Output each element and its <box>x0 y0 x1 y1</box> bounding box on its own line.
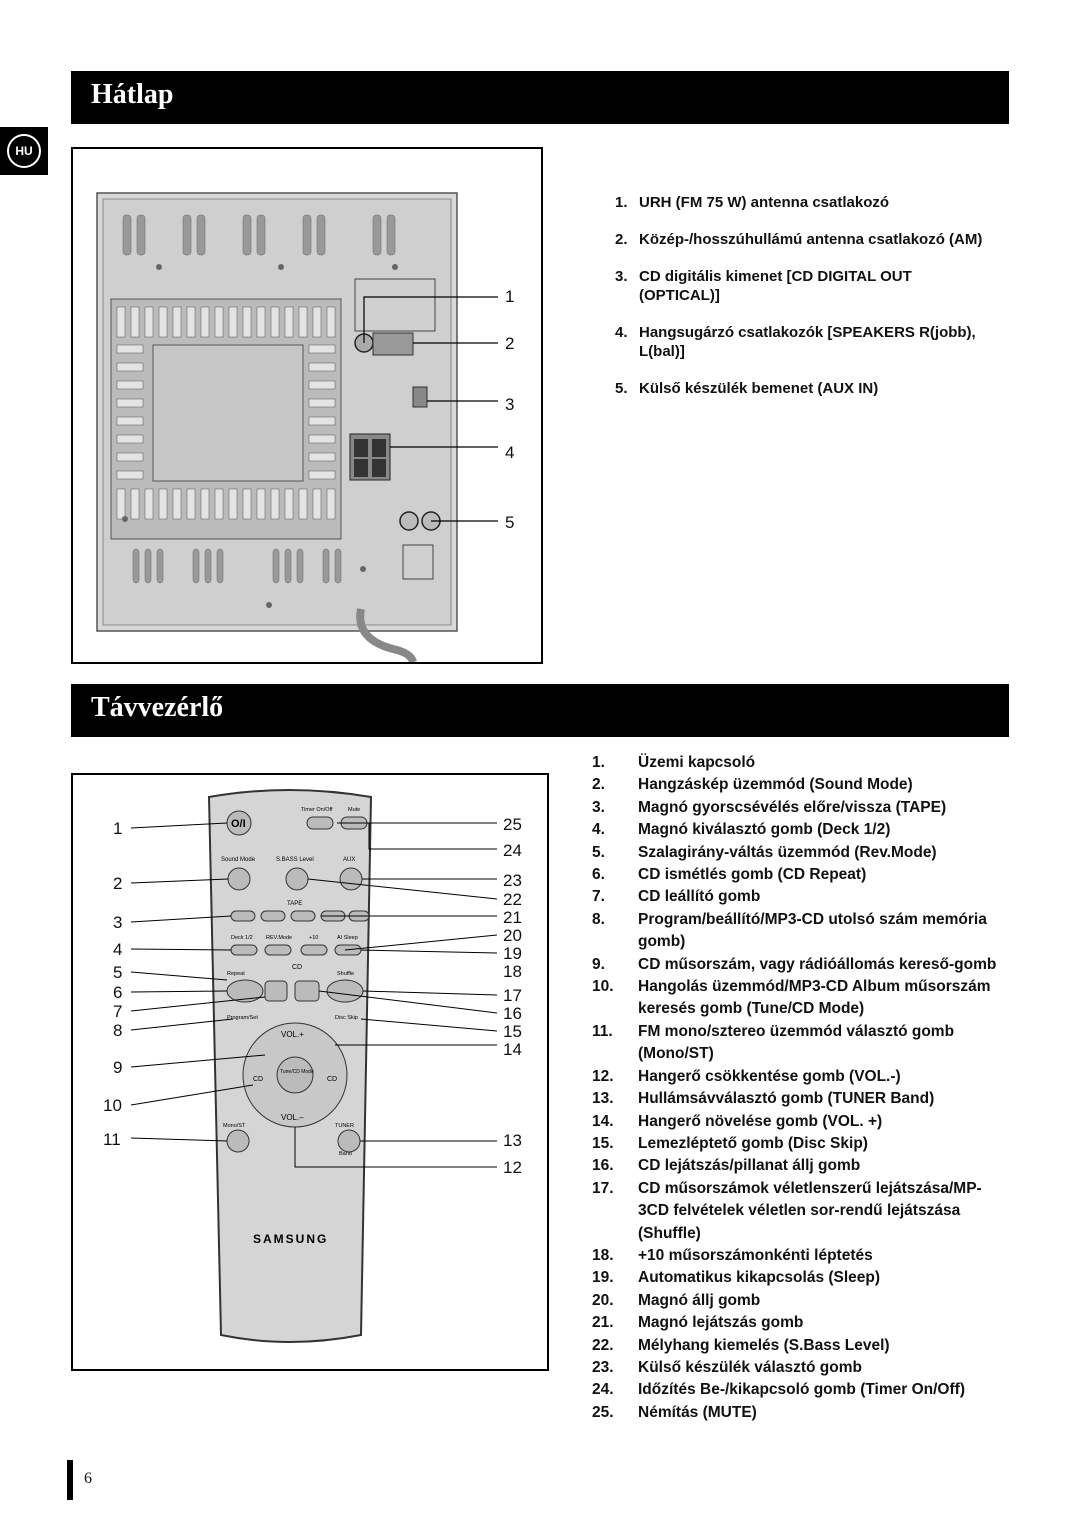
label-disc-skip: Disc Skip <box>335 1015 358 1021</box>
callout-19: 19 <box>503 944 522 963</box>
list-item: 4.Hangsugárzó csatlakozók [SPEAKERS R(jo… <box>615 324 976 360</box>
callout-3: 3 <box>505 395 515 414</box>
list-item: 22.Mélyhang kiemelés (S.Bass Level) <box>592 1336 890 1354</box>
label-tape: TAPE <box>287 901 302 907</box>
callout-1: 1 <box>113 819 123 838</box>
callout-5: 5 <box>505 513 515 532</box>
back-panel-illustration <box>96 192 498 664</box>
callout-15: 15 <box>503 1022 522 1041</box>
callout-17: 17 <box>503 986 522 1005</box>
label-program: Program/Set <box>227 1015 258 1021</box>
callout-11: 11 <box>103 1130 121 1149</box>
callout-7: 7 <box>113 1002 123 1021</box>
callout-14: 14 <box>503 1040 522 1059</box>
label-cd-right: CD <box>327 1076 337 1083</box>
label-timer: Timer On/Off <box>301 807 333 813</box>
list-item: 3.Magnó gyorscsévélés előre/vissza (TAPE… <box>592 798 947 816</box>
list-item: 7.CD leállító gomb <box>592 888 761 906</box>
callout-25: 25 <box>503 815 522 834</box>
list-item: 17.CD műsorszámok véletlenszerű lejátszá… <box>592 1179 982 1242</box>
section-title-back-panel: Hátlap <box>91 79 174 110</box>
list-item: 2.Hangzáskép üzemmód (Sound Mode) <box>592 776 913 794</box>
list-item: 14.Hangerő növelése gomb (VOL. +) <box>592 1112 883 1130</box>
label-vol-down: VOL.– <box>281 1113 304 1122</box>
page-number-bar <box>67 1460 73 1500</box>
callout-4: 4 <box>113 940 123 959</box>
remote-legend: 1.Üzemi kapcsoló 2.Hangzáskép üzemmód (S… <box>592 752 1010 1424</box>
label-cd-left: CD <box>253 1076 263 1083</box>
list-item: 19.Automatikus kikapcsolás (Sleep) <box>592 1269 881 1287</box>
callout-16: 16 <box>503 1004 522 1023</box>
list-item: 2.Közép-/hosszúhullámú antenna csatlakoz… <box>615 231 983 248</box>
list-item: 16.CD lejátszás/pillanat állj gomb <box>592 1157 861 1175</box>
list-item: 21.Magnó lejátszás gomb <box>592 1314 804 1332</box>
list-item: 6.CD ismétlés gomb (CD Repeat) <box>592 866 867 884</box>
list-item: 1.URH (FM 75 W) antenna csatlakozó <box>615 194 890 211</box>
callout-6: 6 <box>113 983 123 1002</box>
callout-2: 2 <box>505 334 515 353</box>
callout-12: 12 <box>503 1158 522 1177</box>
callout-21: 21 <box>503 908 522 927</box>
list-item: 11.FM mono/sztereo üzemmód választó gomb… <box>592 1022 955 1063</box>
list-item: 4.Magnó kiválasztó gomb (Deck 1/2) <box>592 821 891 839</box>
svg-text:O/I: O/I <box>231 818 246 830</box>
callout-13: 13 <box>503 1131 522 1150</box>
label-sbass: S.BASS Level <box>276 857 314 863</box>
label-sound-mode: Sound Mode <box>221 857 256 863</box>
list-item: 3.CD digitális kimenet [CD DIGITAL OUT (… <box>615 268 912 304</box>
page-number: 6 <box>84 1470 92 1487</box>
label-sleep: AI Sleep <box>337 935 358 941</box>
list-item: 25.Némítás (MUTE) <box>592 1403 757 1421</box>
callout-2: 2 <box>113 874 123 893</box>
list-item: 5.Külső készülék bemenet (AUX IN) <box>615 380 879 397</box>
list-item: 24.Időzítés Be-/kikapcsoló gomb (Timer O… <box>592 1381 965 1399</box>
callout-1: 1 <box>505 287 515 306</box>
callout-18: 18 <box>503 962 522 981</box>
list-item: 20.Magnó állj gomb <box>592 1291 761 1309</box>
list-item: 23.Külső készülék választó gomb <box>592 1358 862 1376</box>
remote-brand: SAMSUNG <box>253 1232 328 1246</box>
back-panel-legend: 1.URH (FM 75 W) antenna csatlakozó 2.Köz… <box>615 193 995 416</box>
label-shuffle: Shuffle <box>337 971 354 977</box>
list-item: 12.Hangerő csökkentése gomb (VOL.-) <box>592 1067 901 1085</box>
label-tune: Tune/CD Mode <box>280 1069 314 1075</box>
list-item: 9.CD műsorszám, vagy rádióállomás kereső… <box>592 955 997 973</box>
label-repeat: Repeat <box>227 971 245 977</box>
label-plus10: +10 <box>309 935 318 941</box>
language-tab: HU <box>0 127 48 175</box>
list-item: 15.Lemezléptető gomb (Disc Skip) <box>592 1134 868 1152</box>
callout-24: 24 <box>503 841 522 860</box>
callout-9: 9 <box>113 1058 123 1077</box>
label-mute: Mute <box>348 807 360 813</box>
callout-8: 8 <box>113 1021 123 1040</box>
list-item: 10.Hangolás üzemmód/MP3-CD Album műsorsz… <box>592 978 991 1018</box>
label-tuner: TUNER <box>335 1123 354 1129</box>
label-vol-up: VOL.+ <box>281 1030 304 1039</box>
label-mono: Mono/ST <box>223 1123 246 1129</box>
label-deck: Deck 1/2 <box>231 935 253 941</box>
callout-22: 22 <box>503 890 522 909</box>
label-rev: REV.Mode <box>266 935 292 941</box>
list-item: 1.Üzemi kapcsoló <box>592 754 756 771</box>
callout-3: 3 <box>113 913 123 932</box>
list-item: 8.Program/beállító/MP3-CD utolsó szám me… <box>592 910 987 951</box>
section-header-back-panel: Hátlap <box>71 71 1009 124</box>
list-item: 18.+10 műsorszámonkénti léptetés <box>592 1246 873 1264</box>
list-item: 13.Hullámsávválasztó gomb (TUNER Band) <box>592 1090 935 1108</box>
section-title-remote: Távvezérlő <box>91 692 224 723</box>
list-item: 5.Szalagirány-váltás üzemmód (Rev.Mode) <box>592 843 937 861</box>
label-aux: AUX <box>343 857 355 863</box>
section-header-remote: Távvezérlő <box>71 684 1009 737</box>
callout-5: 5 <box>113 963 123 982</box>
remote-figure-frame: O/I Timer On/Off Mute Sound Mode S.BASS … <box>71 773 549 1371</box>
callout-10: 10 <box>103 1096 122 1115</box>
callout-23: 23 <box>503 871 522 890</box>
remote-illustration: O/I Timer On/Off Mute Sound Mode S.BASS … <box>130 789 498 1343</box>
language-badge: HU <box>7 134 41 168</box>
back-panel-figure-frame: 1 2 3 4 5 <box>71 147 543 664</box>
label-band: Band <box>339 1151 352 1157</box>
label-cd: CD <box>292 964 302 971</box>
callout-4: 4 <box>505 443 515 462</box>
callout-20: 20 <box>503 926 522 945</box>
